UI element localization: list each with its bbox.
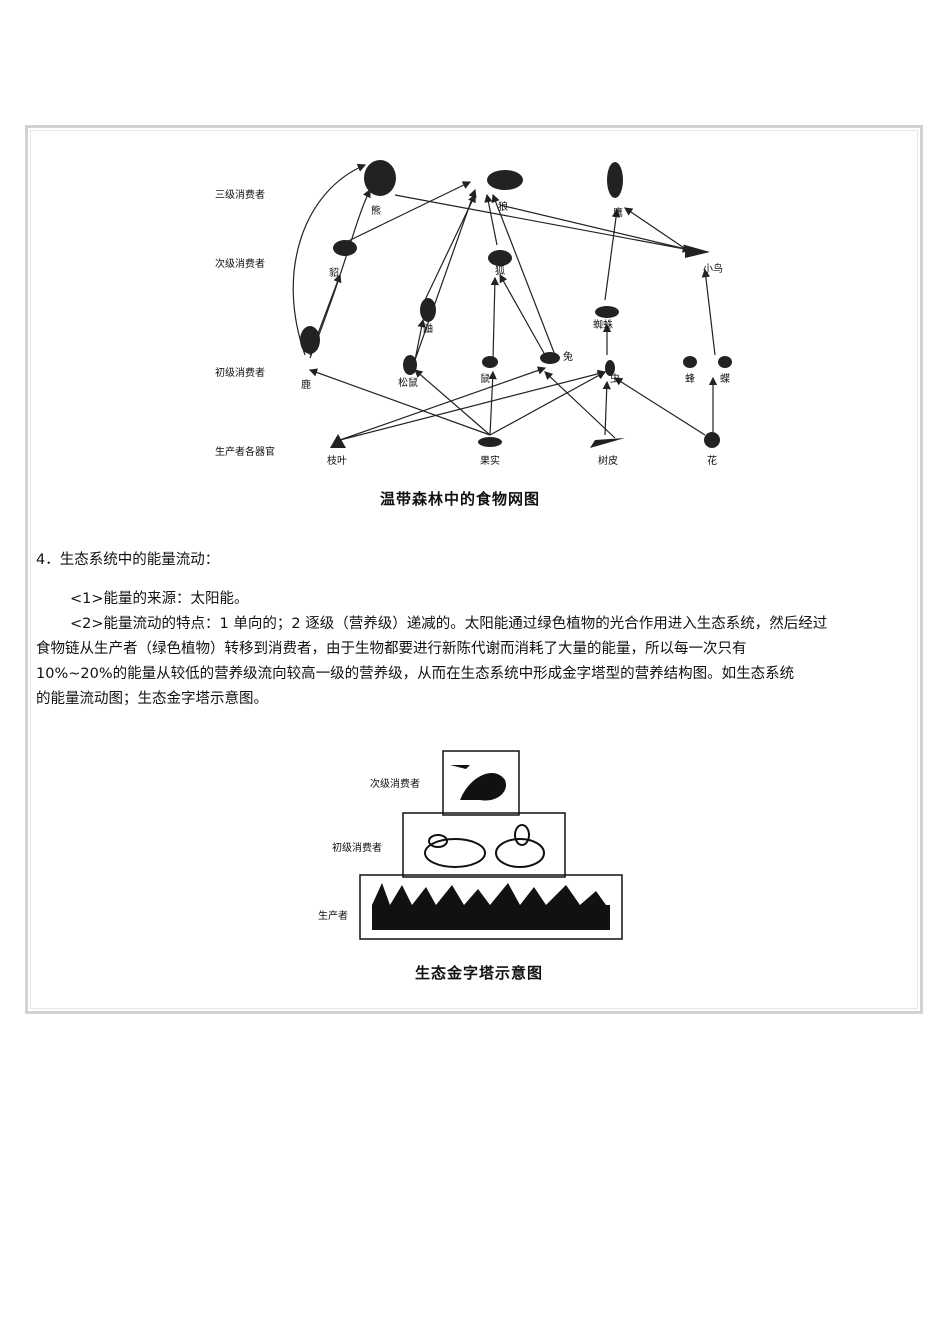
organism-label-spider: 蜘蛛 [593,318,613,331]
paragraph-2-line-2: 食物链从生产者（绿色植物）转移到消费者，由于生物都要进行新陈代谢而消耗了大量的能… [36,641,747,657]
paragraph-2-line-3: 10%~20%的能量从较低的营养级流向较高一级的营养级，从而在生态系统中形成金字… [36,666,795,682]
section-heading: 4．生态系统中的能量流动： [36,552,220,568]
eco-pyramid-figure: 次级消费者 初级消费者 生产者 [318,750,623,940]
organism-label-wolf: 狼 [498,200,508,213]
organism-label-flower: 花 [707,454,717,467]
paragraph-2-line-4: 的能量流动图；生态金字塔示意图。 [36,691,268,707]
food-web-caption: 温带森林中的食物网图 [380,490,541,508]
organism-label-butterfly: 蝶 [720,372,730,385]
organism-label-rabbit: 兔 [563,350,573,363]
organism-label-fox: 狐 [495,264,505,277]
level-label: 生产者各器官 [215,445,275,458]
organism-label-leaf: 枝叶 [327,454,347,467]
organism-label-bear: 熊 [371,204,381,217]
organism-glyphs [300,160,732,448]
organism-label-weasel: 鼬 [423,322,433,335]
pyramid-caption: 生态金字塔示意图 [415,964,544,982]
organism-label-marten: 貂 [329,266,339,279]
organism-label-bee: 蜂 [685,372,695,385]
level-label: 初级消费者 [215,366,265,379]
organism-label-deer: 鹿 [301,378,311,391]
organism-label-fruit: 果实 [480,454,500,467]
content-frame [25,125,923,1014]
organism-label-bark: 树皮 [598,454,618,467]
pyramid-level-label: 初级消费者 [332,841,382,854]
organism-label-squirrel: 松鼠 [398,376,418,389]
pyramid-level-label: 次级消费者 [370,777,420,790]
food-web-figure: 三级消费者 次级消费者 初级消费者 生产者各器官 熊 狼 鹰 貂 狐 小鸟 蜘蛛… [215,160,732,467]
level-label: 三级消费者 [215,188,265,201]
organism-label-mouse: 鼠 [480,372,490,385]
paragraph-2-line-1: <2>能量流动的特点：1 单向的；2 逐级（营养级）递减的。太阳能通过绿色植物的… [70,616,828,632]
organism-label-eagle: 鹰 [613,206,623,219]
paragraph-1: <1>能量的来源：太阳能。 [70,591,249,607]
pyramid-level-label: 生产者 [318,909,348,922]
energy-flow-section: 4．生态系统中的能量流动： <1>能量的来源：太阳能。 <2>能量流动的特点：1… [36,548,916,712]
level-label: 次级消费者 [215,257,265,270]
organism-label-bird: 小鸟 [703,262,723,275]
organism-label-insect: 虫 [610,373,620,385]
